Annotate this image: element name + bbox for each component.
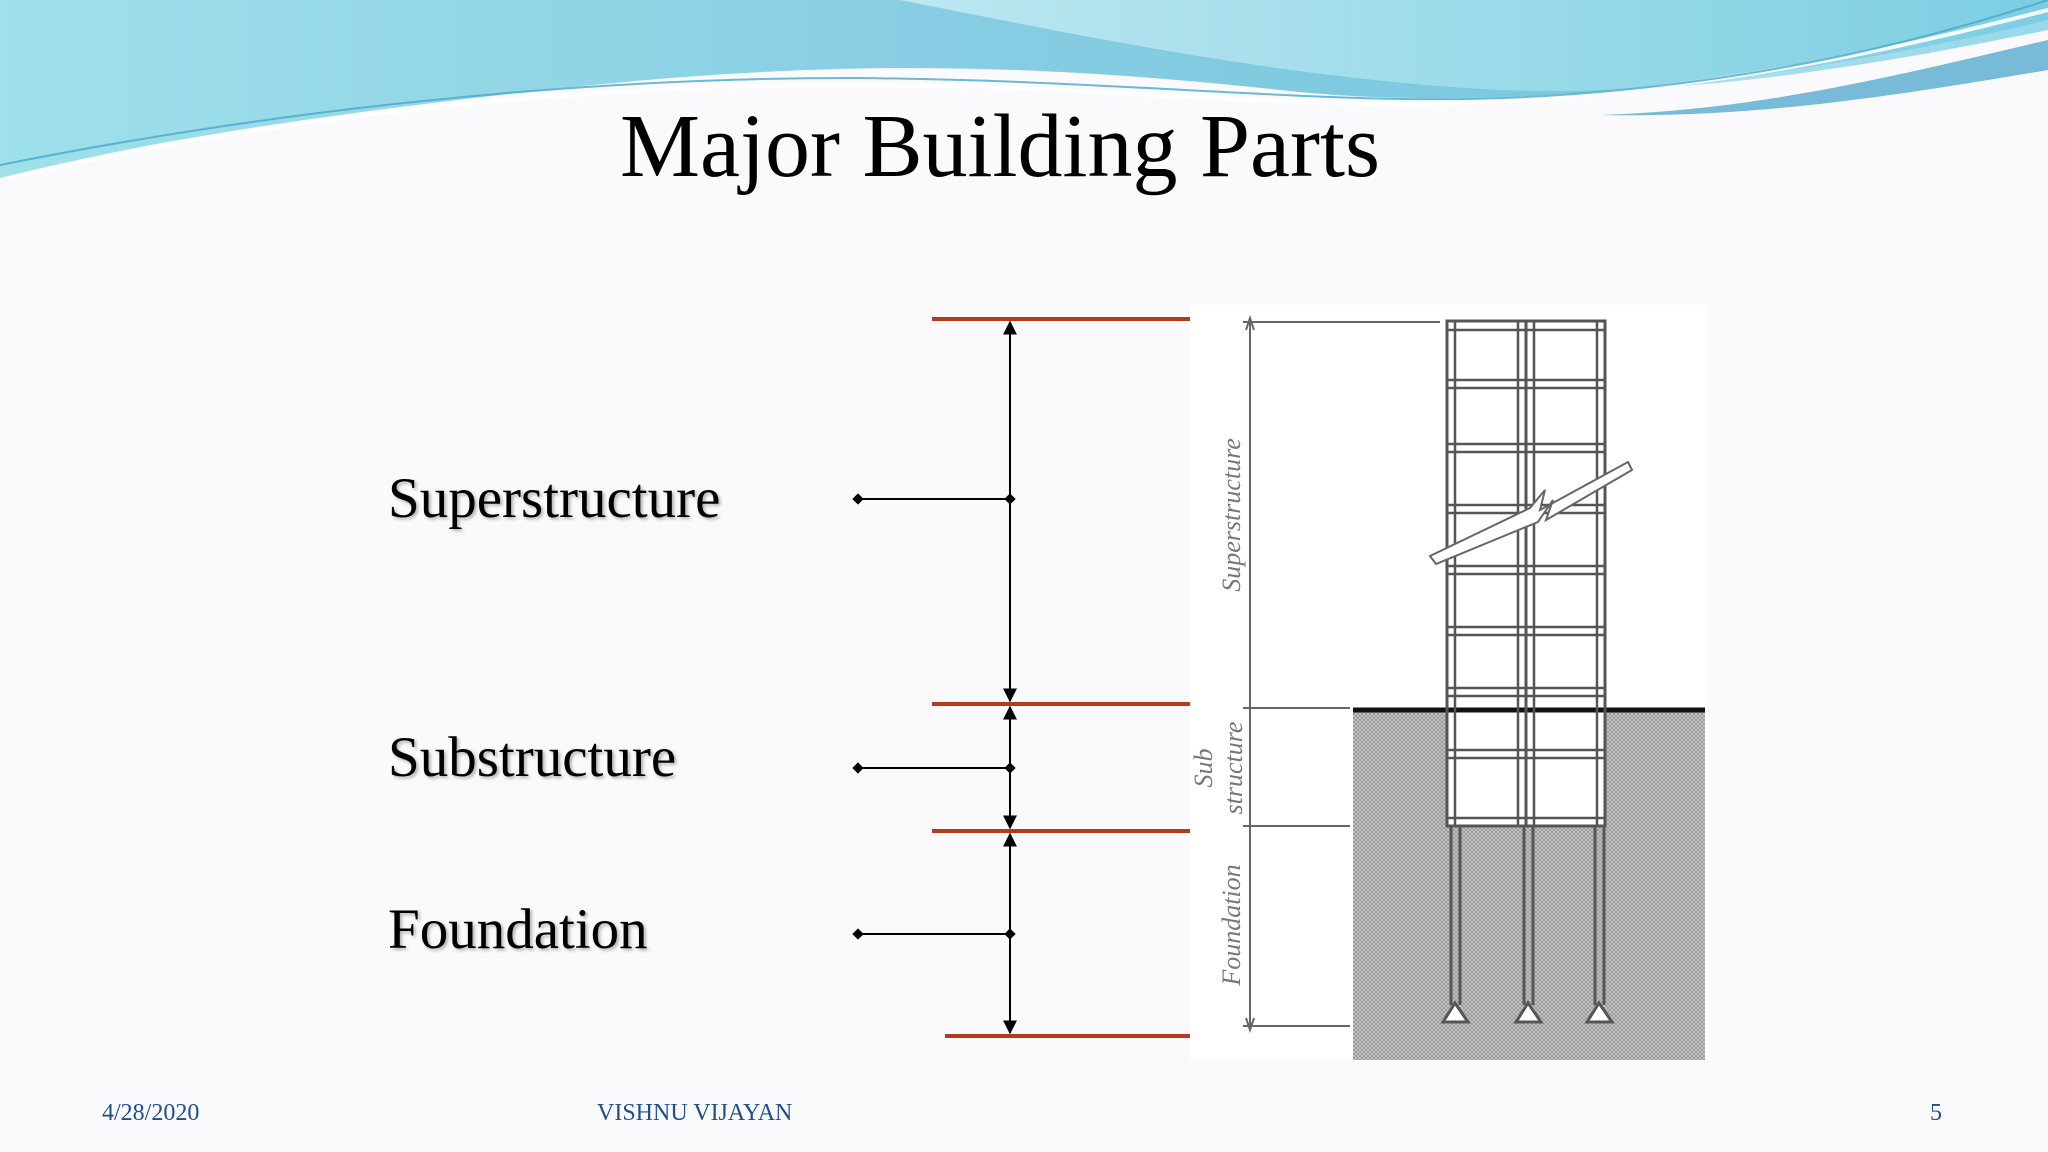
figure-label-superstructure: Superstructure	[1217, 438, 1246, 592]
figure-label-sub: Sub	[1189, 749, 1218, 788]
figure-label-structure: structure	[1219, 722, 1248, 815]
break-symbol	[1428, 460, 1634, 566]
slide-title: Major Building Parts	[620, 97, 1380, 196]
foundation-label: Foundation	[388, 898, 648, 961]
footer-date: 4/28/2020	[102, 1100, 200, 1126]
figure-label-foundation: Foundation	[1217, 864, 1246, 986]
foundation-piles	[1440, 826, 1615, 1024]
superstructure-label: Superstructure	[388, 467, 721, 530]
figure-dimension-lines	[1243, 314, 1440, 1034]
footer-author: VISHNU VIJAYAN	[597, 1100, 793, 1126]
substructure-label: Substructure	[388, 726, 677, 789]
floor-slabs	[1447, 328, 1605, 820]
footer-page-number: 5	[1930, 1100, 1942, 1126]
